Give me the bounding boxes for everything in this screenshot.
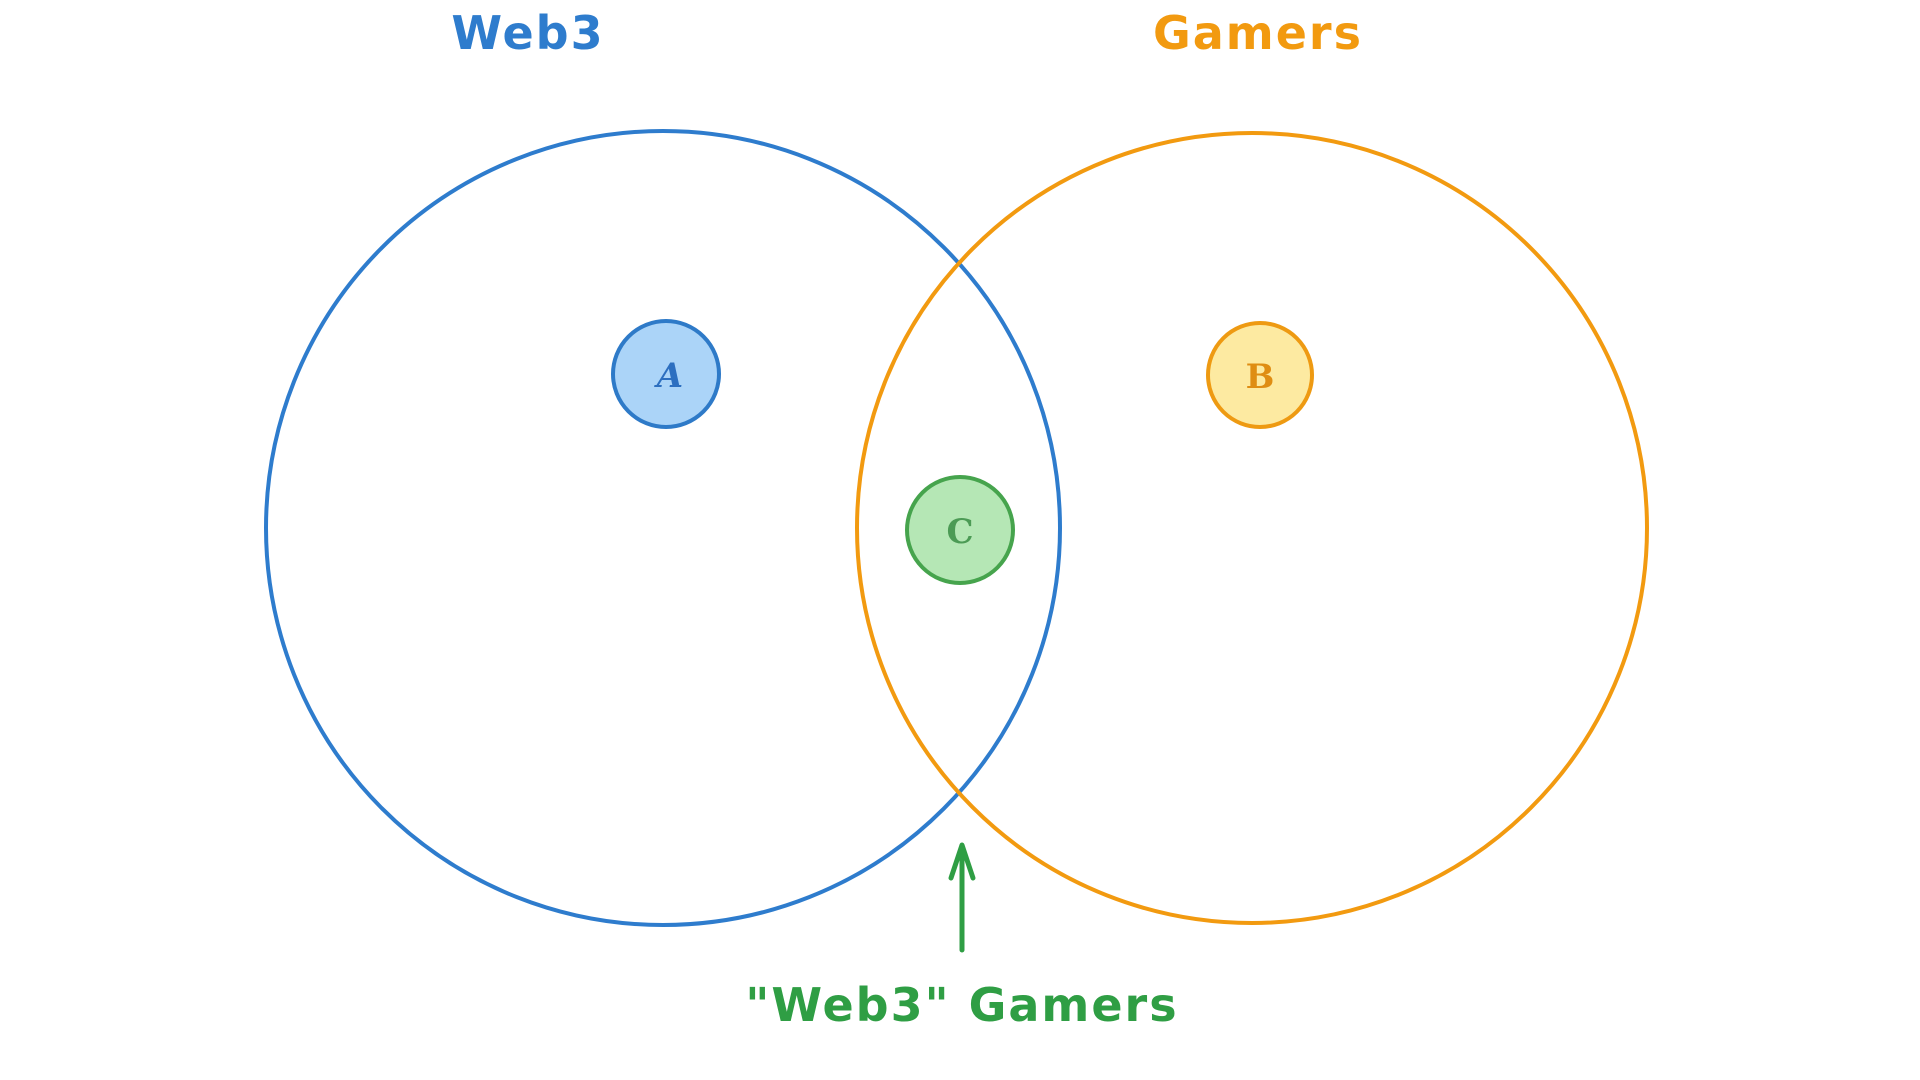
intersection-caption: "Web3" Gamers — [745, 978, 1179, 1032]
point-b-label: B — [1246, 357, 1275, 397]
point-a-label: A — [654, 356, 683, 396]
annotation-arrow-icon — [948, 842, 976, 953]
point-b-circle — [1206, 321, 1314, 429]
point-c-circle — [905, 475, 1015, 585]
gamers-set-title: Gamers — [1153, 6, 1363, 60]
point-c-label: C — [946, 512, 973, 552]
gamers-set-circle — [855, 131, 1649, 925]
web3-set-circle — [264, 129, 1062, 927]
web3-set-title: Web3 — [451, 6, 605, 60]
point-a-circle — [611, 319, 721, 429]
